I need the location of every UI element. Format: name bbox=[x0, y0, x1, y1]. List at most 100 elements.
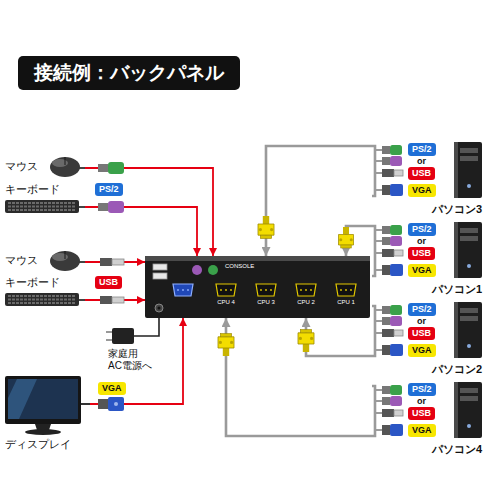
cable-branch bbox=[375, 400, 382, 402]
badge-text: PS/2 bbox=[99, 184, 119, 195]
text-holder: パソコン4 bbox=[432, 443, 482, 456]
ps2-plug bbox=[390, 225, 402, 235]
text-holder: PS/2 bbox=[412, 144, 432, 155]
text-holder: キーボード bbox=[5, 183, 60, 196]
badge-text: VGA bbox=[412, 185, 432, 196]
plug-boot bbox=[382, 409, 394, 417]
ps2-plug bbox=[390, 316, 402, 326]
device-label: ディスプレイ bbox=[5, 438, 71, 451]
vga-port bbox=[173, 284, 193, 296]
connector-badge: VGA bbox=[408, 424, 436, 437]
text-holder: or bbox=[417, 316, 426, 326]
connector-badge: USB bbox=[408, 167, 435, 180]
pc-unit: PS/2USB VGA パソコン2 bbox=[372, 300, 494, 378]
device-label: キーボード bbox=[5, 183, 60, 196]
cable-connector bbox=[90, 318, 183, 404]
ps2-plug bbox=[98, 201, 124, 213]
device-label: マウス bbox=[5, 160, 38, 173]
text-holder: VGA bbox=[412, 185, 432, 196]
note-text: 家庭用 AC電源へ bbox=[108, 348, 158, 372]
port-pin bbox=[300, 289, 302, 291]
cable-bundle bbox=[372, 386, 375, 436]
screen-glint bbox=[8, 379, 37, 419]
keyboard-body bbox=[5, 200, 79, 213]
port-label: CPU 1 bbox=[337, 299, 355, 306]
vga-plug bbox=[258, 216, 274, 238]
pc-tower bbox=[454, 142, 482, 198]
port-label: CONSOLE bbox=[225, 263, 254, 270]
connector-badge: USB bbox=[408, 327, 435, 340]
cable-branch bbox=[375, 429, 382, 431]
cable-bundle bbox=[372, 306, 375, 356]
cable-bundle bbox=[372, 146, 375, 196]
or-text: or bbox=[417, 156, 426, 166]
keyboard-device: キーボード bbox=[5, 183, 85, 217]
ps2-plug bbox=[390, 385, 402, 395]
connector-badge: VGA bbox=[408, 344, 436, 357]
cable-branch bbox=[375, 189, 382, 191]
plug-head bbox=[108, 201, 124, 213]
pc-label: パソコン4 bbox=[432, 443, 482, 456]
vga-port bbox=[296, 284, 316, 296]
cable-branch bbox=[375, 160, 382, 162]
cable-connector bbox=[85, 207, 197, 256]
vga-plug bbox=[390, 424, 403, 436]
keyboard-device: キーボード bbox=[5, 276, 85, 310]
port-label: CPU 2 bbox=[297, 299, 315, 306]
connector-badge: PS/2 bbox=[408, 303, 436, 316]
plug-boot bbox=[98, 399, 108, 409]
badge-text: USB bbox=[412, 248, 431, 259]
plug-head bbox=[112, 297, 124, 303]
power-light bbox=[467, 184, 471, 188]
monitor-cable bbox=[81, 403, 90, 405]
plug-boot bbox=[382, 185, 390, 195]
port-pin bbox=[182, 289, 184, 291]
text-holder: CPU 1 bbox=[337, 299, 355, 306]
text-holder: CPU 4 bbox=[217, 299, 235, 306]
drive-bay bbox=[460, 396, 478, 401]
kvm-icon bbox=[145, 256, 370, 318]
pc-unit: PS/2USB VGA パソコン4 bbox=[372, 380, 494, 458]
badge-text: USB bbox=[412, 328, 431, 339]
ps2-port bbox=[208, 265, 218, 275]
drive-bay bbox=[460, 156, 478, 161]
text-holder: USB bbox=[412, 408, 431, 419]
cable-branch bbox=[375, 172, 382, 174]
connector-badge: PS/2 bbox=[408, 223, 436, 236]
pc-tower bbox=[454, 302, 482, 358]
port-pin bbox=[345, 289, 347, 291]
tower-side bbox=[454, 302, 458, 358]
port-label: CPU 3 bbox=[257, 299, 275, 306]
ac-adapter bbox=[106, 318, 159, 344]
plug-boot bbox=[382, 397, 390, 405]
usb-port bbox=[153, 264, 167, 270]
drive-bay bbox=[460, 148, 478, 153]
text-holder: CPU 3 bbox=[257, 299, 275, 306]
tower-side bbox=[454, 222, 458, 278]
cable-branch bbox=[375, 320, 382, 322]
pc-label: パソコン1 bbox=[432, 283, 482, 296]
keyboard-keys bbox=[8, 202, 76, 204]
text-holder: パソコン2 bbox=[432, 363, 482, 376]
mouse-split bbox=[65, 251, 66, 259]
cable-branch bbox=[375, 269, 382, 271]
connector-badge: PS/2 bbox=[408, 383, 436, 396]
connector-badge: PS/2 bbox=[95, 183, 123, 196]
port-pin bbox=[177, 289, 179, 291]
port-pin bbox=[260, 289, 262, 291]
power-jack bbox=[155, 304, 163, 312]
monitor-frame bbox=[5, 376, 81, 424]
pc-label: パソコン2 bbox=[432, 363, 482, 376]
text-holder: or bbox=[417, 236, 426, 246]
cable-branch bbox=[375, 252, 382, 254]
connector-badge: USB bbox=[408, 407, 435, 420]
text-holder: or bbox=[417, 396, 426, 406]
text-holder: USB bbox=[99, 277, 118, 288]
text-holder: パソコン1 bbox=[432, 283, 482, 296]
vga-plug bbox=[218, 334, 234, 356]
adapter-prong bbox=[106, 331, 112, 333]
keyboard-body bbox=[5, 293, 79, 306]
port-pin bbox=[230, 289, 232, 291]
power-light bbox=[467, 344, 471, 348]
badge-text: USB bbox=[99, 277, 118, 288]
